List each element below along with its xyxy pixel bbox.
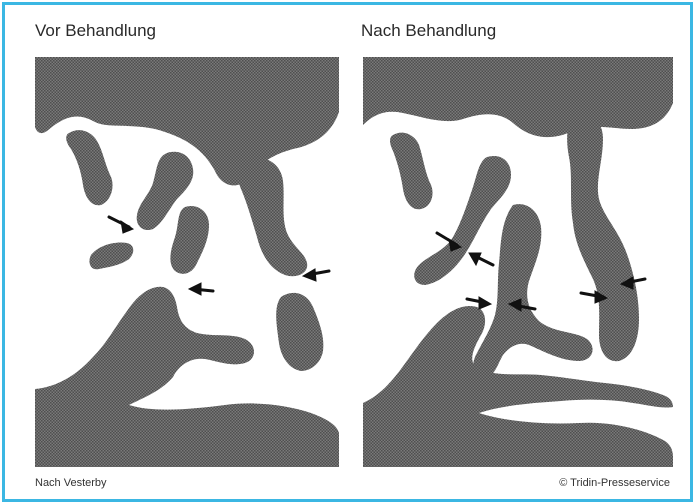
bone-fragment-3 <box>89 243 133 270</box>
arrow-icon <box>189 283 213 295</box>
panel-title-after: Nach Behandlung <box>361 21 496 41</box>
arrow-icon <box>109 217 133 233</box>
bone-bridge-1 <box>414 156 511 285</box>
panel-title-before: Vor Behandlung <box>35 21 156 41</box>
credit-caption: © Tridin-Presseservice <box>559 477 670 489</box>
bone-fragment-5 <box>276 293 323 371</box>
panel-before <box>35 57 339 467</box>
trabecular-bone-after <box>363 57 673 467</box>
arrow-icon <box>469 253 493 265</box>
arrow-icon <box>303 269 329 281</box>
bone-strut-right <box>567 113 639 361</box>
source-caption: Nach Vesterby <box>35 477 107 489</box>
bone-fragment-1 <box>390 133 433 210</box>
panel-after <box>363 57 673 467</box>
bone-fragment-1 <box>66 130 112 205</box>
bone-strut-top-right <box>238 157 307 277</box>
bone-fragment-4 <box>170 206 209 274</box>
bone-top <box>363 57 673 137</box>
trabecular-bone-before <box>35 57 339 467</box>
